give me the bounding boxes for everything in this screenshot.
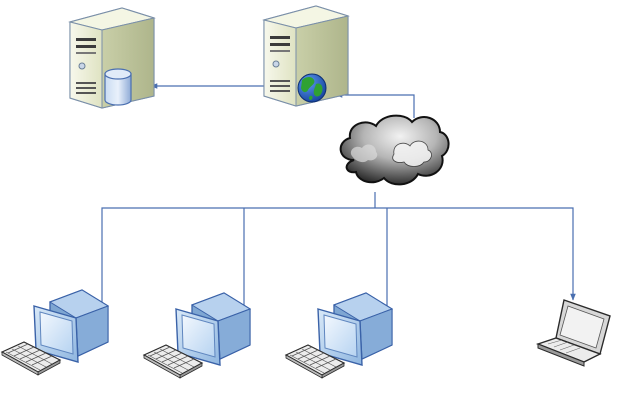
database-server[interactable] [69, 7, 155, 109]
database-icon [104, 68, 132, 106]
desktop-computer-icon [143, 292, 251, 379]
edge-bus-to-workstation-1 [99, 207, 375, 314]
laptop-icon [535, 299, 611, 367]
workstation-1[interactable] [1, 289, 109, 376]
connectors [99, 83, 576, 317]
laptop[interactable] [535, 299, 611, 367]
workstation-3[interactable] [285, 292, 393, 379]
desktop-computer-icon [285, 292, 393, 379]
edge-bus-to-laptop [375, 207, 576, 301]
cloud-icon [339, 114, 450, 186]
edge-cloud-to-web-server [335, 92, 415, 118]
web-server[interactable] [263, 5, 349, 107]
desktop-computer-icon [1, 289, 109, 376]
globe-icon [297, 73, 327, 103]
workstation-2[interactable] [143, 292, 251, 379]
